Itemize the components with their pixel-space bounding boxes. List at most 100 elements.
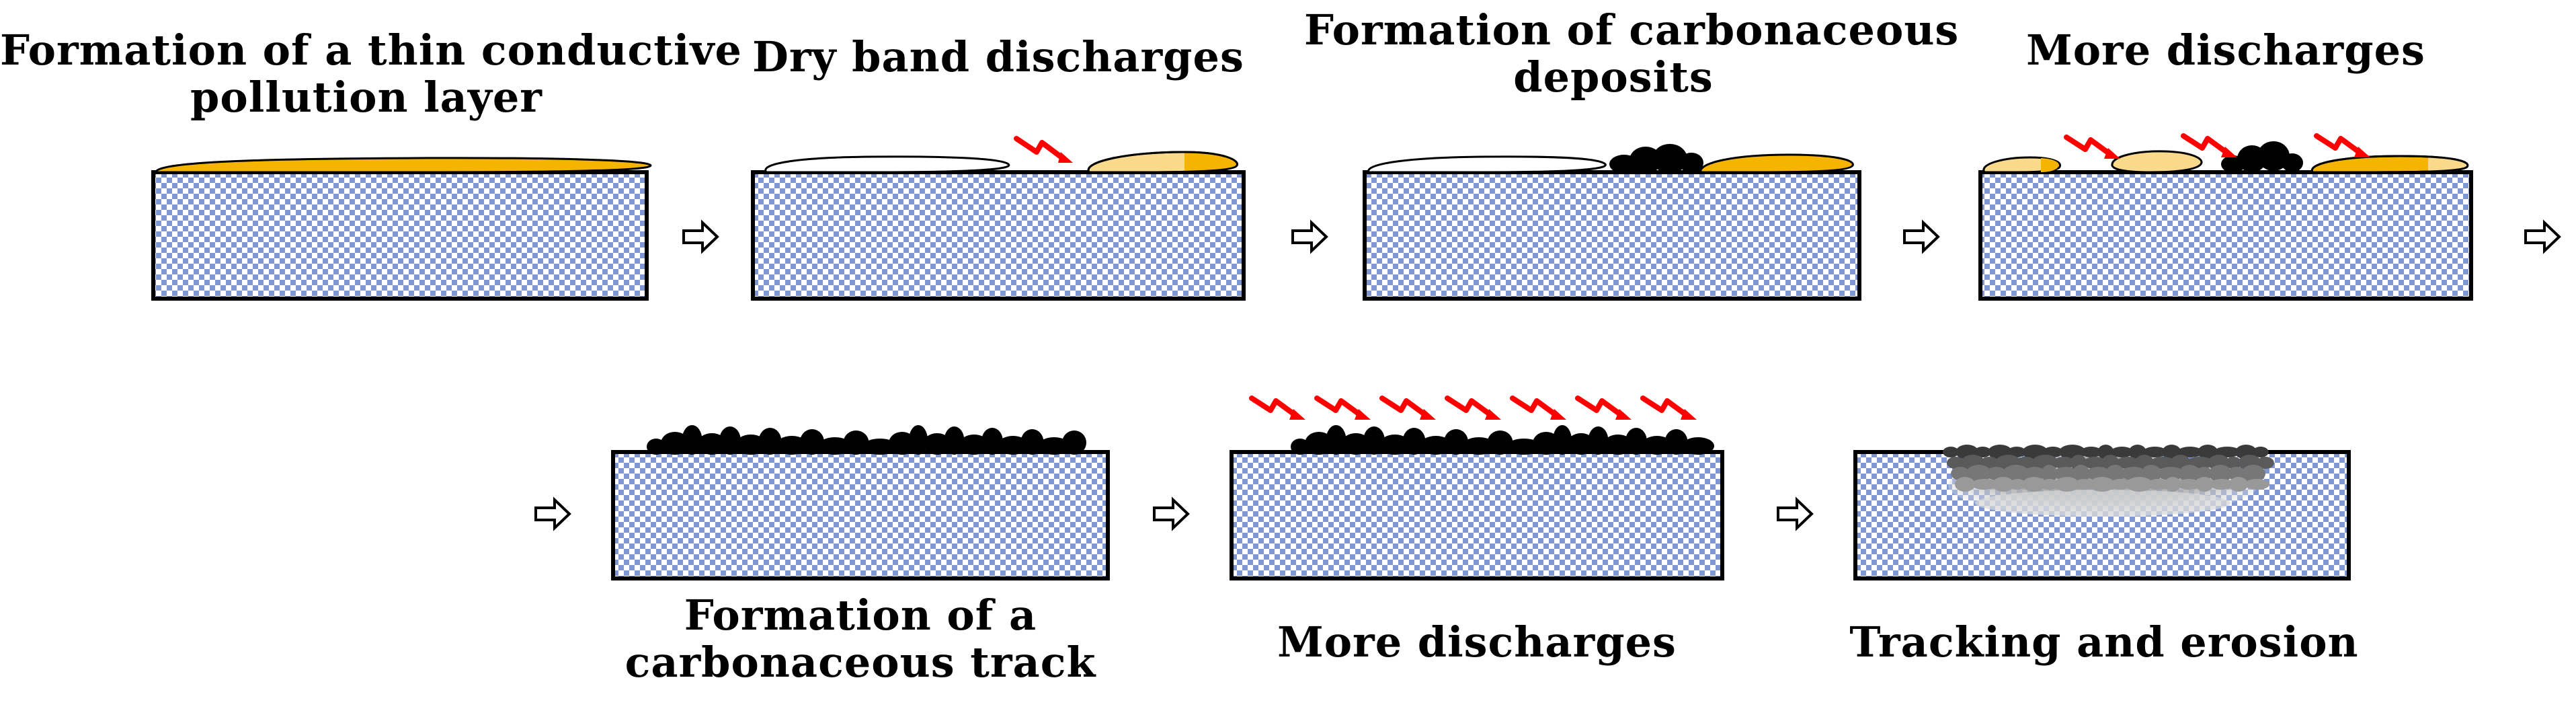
carbon-particle xyxy=(1444,429,1468,455)
eroded-particle xyxy=(2109,479,2130,490)
discharge-arrowhead xyxy=(1355,409,1371,420)
carbon-particle xyxy=(909,425,928,455)
carbon-particle xyxy=(682,425,702,455)
eroded-particle xyxy=(1993,477,2014,492)
carbon-particle xyxy=(1664,429,1688,455)
discharge-arrowhead xyxy=(1289,409,1305,420)
carbon-particle xyxy=(959,435,989,455)
carbon-particle xyxy=(1506,439,1541,455)
carbon-particle xyxy=(1326,425,1346,455)
eroded-particle xyxy=(2086,467,2111,480)
eroded-particle xyxy=(2110,447,2134,457)
eroded-particle xyxy=(2072,465,2090,482)
step-4-label-line-1: More discharges xyxy=(2026,26,2425,75)
eroded-particle xyxy=(2177,479,2201,490)
substrate-block xyxy=(1230,450,1724,580)
carbon-particle xyxy=(998,436,1029,455)
eroded-particle xyxy=(2053,457,2075,469)
eroded-particle xyxy=(2150,457,2176,469)
eroded-particle xyxy=(2157,467,2185,480)
eroded-particle xyxy=(1966,465,1992,482)
eroded-particle xyxy=(2227,467,2245,480)
carbon-particle xyxy=(1379,435,1410,455)
eroded-particle xyxy=(1986,467,2007,480)
step-5-label: Formation of a carbonaceous track xyxy=(578,592,1143,686)
eroded-particle xyxy=(2105,465,2125,482)
eroded-particle xyxy=(2225,457,2242,469)
discharge-arc xyxy=(1014,136,1073,163)
eroded-particle xyxy=(2074,479,2093,490)
substrate-block xyxy=(151,170,649,301)
eroded-particle xyxy=(2116,457,2140,469)
carbon-particle xyxy=(719,426,741,455)
substrate-block xyxy=(1363,170,1861,301)
eroded-particle xyxy=(2042,447,2063,457)
discharge-arcs xyxy=(1249,396,1697,420)
eroded-particle xyxy=(2241,465,2265,482)
step-4-panel xyxy=(1978,133,2473,301)
discharge-arrowheads xyxy=(2104,147,2370,159)
pollution-layer xyxy=(2111,150,2203,174)
eroded-particle xyxy=(2089,477,2115,492)
eroded-particle xyxy=(2022,477,2046,492)
right-arrow-icon xyxy=(2524,219,2561,254)
eroded-particle xyxy=(2126,477,2153,492)
carbon-particle xyxy=(661,432,689,455)
eroded-particle xyxy=(2142,447,2167,457)
eroded-particle xyxy=(2214,447,2241,457)
carbon-particle xyxy=(1553,425,1572,455)
step-7-panel xyxy=(1853,445,2351,580)
eroded-particle xyxy=(2147,479,2169,490)
eroded-particle xyxy=(2196,477,2214,492)
step-3-label: Formation of carbonaceous deposits xyxy=(1304,5,1960,102)
right-arrow-icon xyxy=(1777,496,1814,531)
discharge-arrowhead xyxy=(1550,409,1566,420)
carbon-particle xyxy=(1603,435,1633,455)
step-7-label: Tracking and erosion xyxy=(1842,619,2366,666)
carbon-deposit xyxy=(1609,144,1703,174)
carbon-particle xyxy=(1487,430,1513,455)
right-arrow-icon xyxy=(534,496,571,531)
eroded-particle xyxy=(2141,465,2162,482)
eroded-carbon-track xyxy=(1943,445,2274,492)
eroded-particle xyxy=(2256,457,2274,469)
carbon-particle xyxy=(1625,428,1647,455)
carbon-particle xyxy=(800,429,824,455)
discharge-arcs xyxy=(2064,133,2364,157)
carbon-particle xyxy=(923,433,951,455)
discharge-arc xyxy=(1445,396,1494,418)
step-3-label-line-1: Formation of carbonaceous xyxy=(1304,5,1960,54)
step-2-label-line-1: Dry band discharges xyxy=(752,32,1244,81)
discharge-arrowhead xyxy=(1420,409,1436,420)
right-arrow-icon xyxy=(682,219,719,254)
carbon-particle xyxy=(1420,436,1452,455)
carbon-particle xyxy=(647,439,666,455)
dry-band xyxy=(764,155,1010,174)
eroded-particle xyxy=(1943,447,1959,457)
step-6-label: More discharges xyxy=(1232,619,1722,666)
step-3-label-line-2: deposits xyxy=(1513,52,1714,102)
discharge-arc xyxy=(1640,396,1690,418)
step-4-label: More discharges xyxy=(1980,27,2471,74)
eroded-particle xyxy=(2080,447,2102,457)
right-arrow-icon xyxy=(1291,219,1328,254)
substrate-block xyxy=(611,450,1110,580)
eroded-particle xyxy=(2002,465,2029,482)
eroded-particle xyxy=(2083,457,2107,469)
carbon-particle xyxy=(1402,428,1426,455)
carbon-particle xyxy=(818,437,852,455)
carbon-particle xyxy=(697,433,727,455)
eroded-particle xyxy=(1971,479,1998,490)
discharge-arrowhead xyxy=(1681,409,1697,420)
step-6-panel xyxy=(1230,396,1724,580)
step-5-label-line-1: Formation of a xyxy=(684,591,1037,640)
eroded-particle xyxy=(1947,457,1964,469)
discharge-arc xyxy=(1510,396,1560,418)
carbon-track xyxy=(1291,425,1714,455)
carbon-particle xyxy=(758,428,782,455)
step-7-label-line-1: Tracking and erosion xyxy=(1849,617,2359,667)
carbon-particle xyxy=(1682,437,1714,455)
step-3-panel xyxy=(1363,144,1861,301)
eroded-particle xyxy=(2007,447,2026,457)
